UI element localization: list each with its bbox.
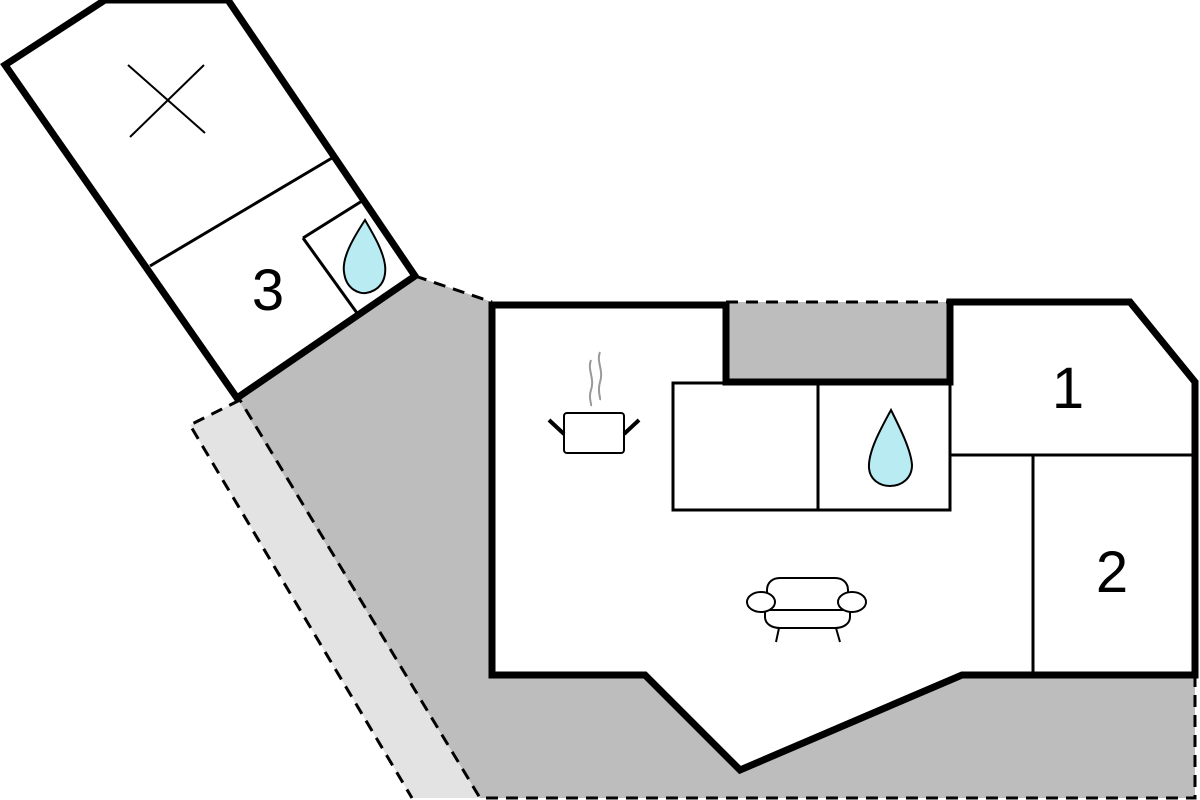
kitchen-pot-icon	[547, 351, 641, 454]
terrace-area	[237, 276, 1195, 798]
annex-building	[0, 0, 420, 403]
water-drop-icon	[867, 407, 914, 488]
room-label-1: 1	[1052, 356, 1084, 421]
room-label-2: 2	[1096, 540, 1128, 605]
terrace-dashed-border	[238, 399, 1197, 800]
bathroom	[816, 381, 952, 512]
sofa-icon	[746, 577, 867, 643]
water-drop-icon	[342, 218, 387, 295]
terrace-x-icon	[127, 64, 206, 138]
walkway-dashed-border	[187, 398, 414, 799]
walkway-area	[190, 400, 480, 798]
recess-area	[726, 302, 950, 382]
annex-inner-wall	[149, 156, 333, 268]
bathroom-3-wall	[302, 199, 363, 240]
bathroom-3-wall	[301, 237, 359, 314]
room-label-3: 3	[252, 258, 284, 323]
terrace-dashed-border	[414, 274, 493, 304]
